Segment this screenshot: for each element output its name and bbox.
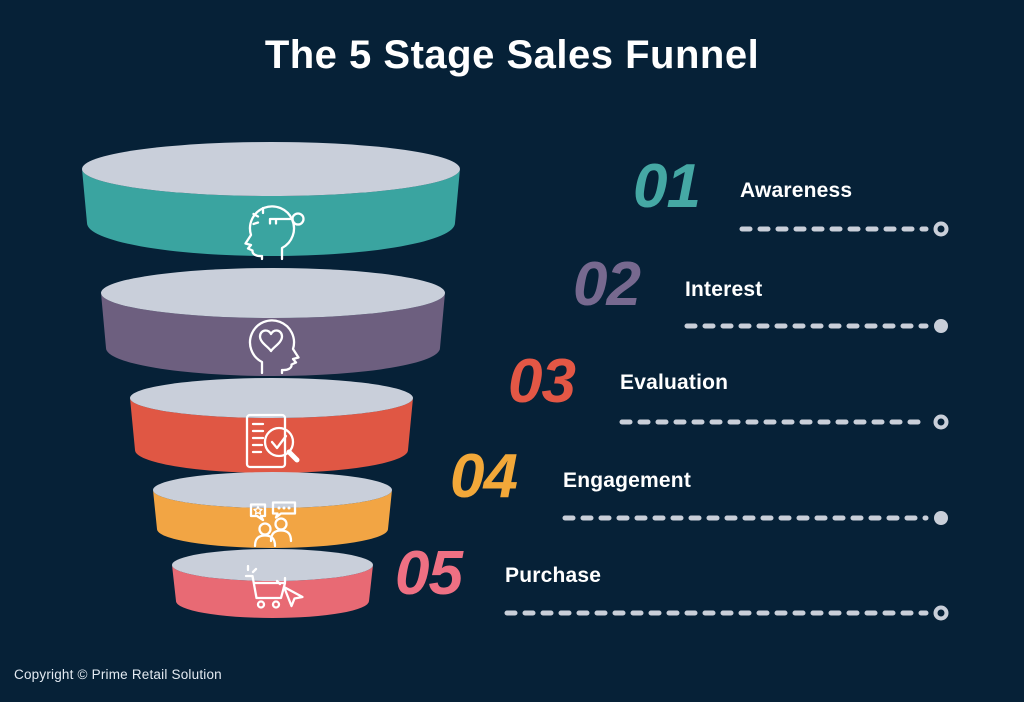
funnel-stage-5-top: [172, 549, 373, 581]
funnel-stage-3-band: [130, 398, 413, 473]
funnel-stage-4-band: [153, 490, 392, 548]
stage-dashed-line: [619, 414, 949, 430]
page-title: The 5 Stage Sales Funnel: [264, 33, 760, 77]
funnel-stage-2-band: [101, 293, 445, 376]
stage-dashed-line: [562, 511, 948, 525]
stage-label: Awareness: [740, 179, 853, 202]
stage-dashed-line: [504, 605, 949, 621]
line-end-ring-icon: [933, 221, 949, 237]
stage-label: Evaluation: [620, 371, 729, 394]
head-heart-icon: [248, 319, 300, 375]
copyright: Copyright © Prime Retail Solution: [14, 667, 222, 682]
line-end-ring-icon: [933, 414, 949, 430]
line-end-dot-icon: [934, 319, 948, 333]
line-end-dot-icon: [934, 511, 948, 525]
stage-number: 02: [573, 250, 641, 319]
stage-label: Interest: [685, 278, 763, 301]
people-chat-icon: [249, 501, 297, 548]
stage-dashed-line: [739, 221, 949, 237]
funnel-stage-2-top: [101, 268, 445, 318]
funnel-stage-1-top: [82, 142, 460, 196]
stage-number: 03: [508, 347, 576, 416]
stage-dashed-line: [684, 319, 948, 333]
stage-number: 01: [633, 152, 701, 221]
funnel-stage-3-top: [130, 378, 413, 418]
document-search-icon: [245, 413, 300, 469]
cart-click-icon: [244, 564, 304, 609]
head-key-icon: [244, 205, 305, 261]
stage-label: Engagement: [563, 469, 692, 492]
line-end-ring-icon: [933, 605, 949, 621]
stage-label: Purchase: [505, 564, 602, 587]
funnel-stage-1-band: [82, 169, 460, 256]
stage-number: 05: [395, 539, 463, 608]
funnel-stage-5-band: [172, 565, 373, 618]
funnel-stage-4-top: [153, 472, 392, 508]
stage-number: 04: [450, 442, 518, 511]
